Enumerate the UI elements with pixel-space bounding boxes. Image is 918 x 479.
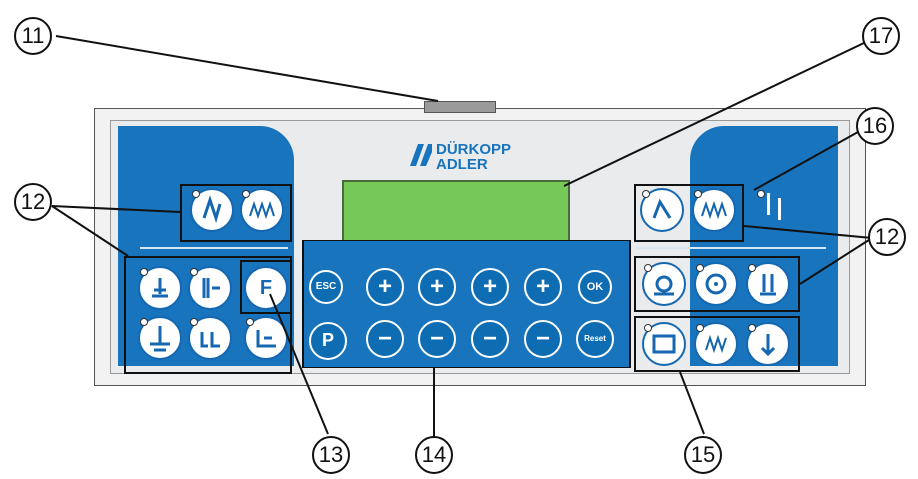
- stitch-length-led: [748, 324, 756, 332]
- ok-button-label: OK: [586, 281, 604, 293]
- right-middle-button-group: [634, 256, 800, 312]
- left-top-button-group: [180, 184, 292, 242]
- leader-17: [563, 41, 867, 187]
- brand-logo: DÜRKOPP ADLER: [408, 140, 548, 174]
- left-bottom-button-group: [124, 256, 292, 374]
- thread-cutter-led: [140, 268, 148, 276]
- plus-d-button[interactable]: +: [524, 268, 562, 306]
- plus-b-button[interactable]: +: [418, 268, 456, 306]
- minus-c-button[interactable]: −: [471, 320, 509, 358]
- foot-lift-led: [190, 318, 198, 326]
- backtack-led: [642, 190, 650, 198]
- right-bottom-button-group: [634, 316, 800, 372]
- foot-lift-button[interactable]: [188, 316, 232, 360]
- right-top-button-group: [634, 184, 744, 242]
- plus-a-button[interactable]: +: [366, 268, 404, 306]
- speed-led: [696, 264, 704, 272]
- pretack-multiple-button[interactable]: [240, 188, 284, 232]
- callout-16: 16: [856, 107, 894, 145]
- f-button-label: F: [259, 277, 273, 299]
- callout-13: 13: [312, 436, 350, 474]
- leader-12-right-a: [743, 225, 873, 239]
- callout-12-left: 12: [14, 183, 52, 221]
- leader-15: [679, 371, 705, 435]
- key-letter-b: B: [435, 250, 443, 261]
- leader-12-left-a: [51, 205, 181, 213]
- esc-button[interactable]: ESC: [309, 270, 343, 304]
- brand-logo-mark: [410, 144, 432, 166]
- brand-name-line2: ADLER: [436, 156, 488, 173]
- leader-11: [55, 35, 439, 102]
- status-led-1: [757, 190, 765, 198]
- callout-17: 17: [862, 17, 900, 55]
- needle-cooling-led: [748, 264, 756, 272]
- leader-13: [269, 293, 329, 435]
- stitch-count-led: [644, 264, 652, 272]
- key-letter-a: A: [382, 250, 390, 261]
- esc-button-label: ESC: [315, 281, 337, 292]
- key-letter-d: D: [540, 250, 548, 261]
- pretack-led: [192, 190, 200, 198]
- keypad-panel: [304, 241, 629, 367]
- callout-11: 11: [14, 17, 52, 55]
- reset-button[interactable]: Reset: [576, 320, 614, 358]
- needle-stop-led: [140, 318, 148, 326]
- right-divider: [636, 247, 826, 249]
- status-led-bar: [767, 193, 770, 215]
- leader-12-right-b: [799, 237, 873, 285]
- status-led-bar-2: [778, 198, 781, 220]
- f-button-group: [240, 260, 292, 314]
- callout-12-right: 12: [868, 218, 906, 256]
- minus-d-button[interactable]: −: [524, 320, 562, 358]
- minus-b-button[interactable]: −: [418, 320, 456, 358]
- leader-12-left-b: [51, 205, 129, 257]
- f-button[interactable]: F: [244, 266, 288, 310]
- program-seam-led: [644, 324, 652, 332]
- p-button-label: P: [321, 330, 334, 350]
- plus-c-button[interactable]: +: [471, 268, 509, 306]
- reset-button-label: Reset: [584, 334, 606, 343]
- callout-14: 14: [415, 436, 453, 474]
- key-letter-c: C: [487, 250, 495, 261]
- panel-top-slot: [424, 101, 496, 113]
- edge-guide-led: [190, 268, 198, 276]
- pretack-multiple-led: [242, 190, 250, 198]
- seam-sections-button[interactable]: [694, 322, 738, 366]
- brand-name-line1: DÜRKOPP: [436, 141, 512, 158]
- ok-button[interactable]: OK: [578, 270, 612, 304]
- backtack-multiple-led: [694, 190, 702, 198]
- leader-16: [753, 131, 859, 191]
- left-divider: [140, 247, 288, 249]
- callout-15: 15: [684, 436, 722, 474]
- minus-a-button[interactable]: −: [366, 320, 404, 358]
- seam-sections-led: [696, 324, 704, 332]
- stitch-count-button[interactable]: [642, 262, 686, 306]
- seam-center-led: [246, 318, 254, 326]
- p-button[interactable]: P: [309, 322, 347, 360]
